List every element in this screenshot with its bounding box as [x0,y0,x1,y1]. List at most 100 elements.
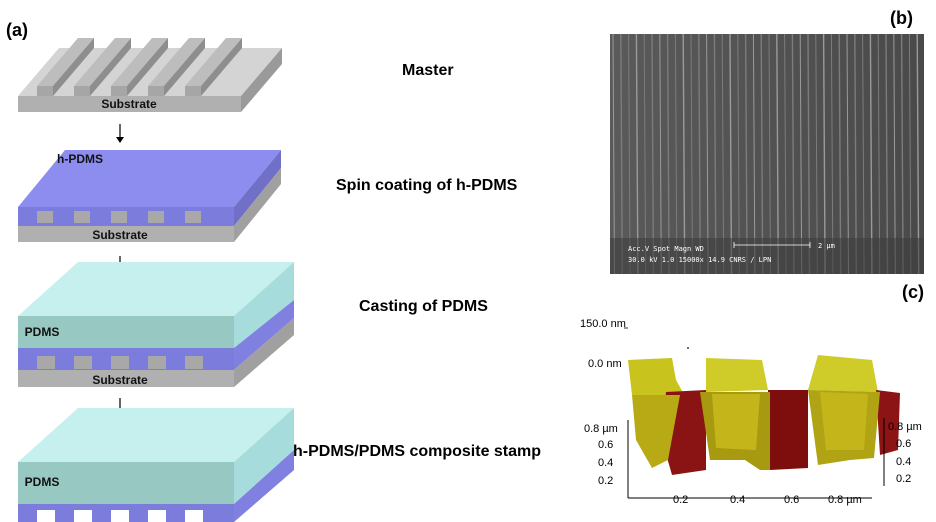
sem-stripe [674,33,678,275]
sem-stripe [807,33,811,275]
afm-z-top-label: 150.0 nm [580,318,626,330]
sem-stripe [628,33,631,275]
master-ridge-side [90,38,131,96]
afm-right-axis: 0.8 µm 0.6 0.4 0.2 [888,421,922,485]
master-ridge-top [148,38,205,86]
spincoat-features [37,211,201,223]
casting-pdms-label: PDMS [25,325,60,339]
sem-info-line1: Acc.V Spot Magn WD [628,245,704,253]
stamp-notch [185,510,203,522]
stamp-notch [111,510,129,522]
step-title-master: Master [402,62,454,79]
sem-stripe [854,33,857,275]
sem-stripe [635,33,639,275]
sem-stripe [846,33,849,275]
sem-scale-label: 2 µm [818,242,835,250]
sem-stripe [729,33,733,275]
master-ridge-top [37,38,94,86]
sem-image: Acc.V Spot Magn WD 30.0 kV 1.0 15000x 14… [610,33,924,275]
sem-stripe [776,33,779,275]
sem-stripe [666,33,670,275]
sem-stripe [869,33,873,275]
afm-x-tick: 0.6 [784,494,799,506]
afm-right-tick: 0.8 µm [888,421,922,433]
sem-stripe [643,33,647,275]
sem-stripe [752,33,756,275]
master-ridge-side [127,38,168,96]
step-title-spin-coating: Spin coating of h-PDMS [336,177,518,194]
sem-stripe [784,33,787,275]
casting-tooth [111,356,129,369]
master-diagram [18,38,282,112]
sem-stripe [815,33,818,275]
step-title-casting: Casting of PDMS [359,298,488,315]
stamp-diagram [18,408,294,522]
master-ridge-side [201,38,242,96]
sem-stripe [620,33,623,275]
stamp-notch [148,510,166,522]
master-ridge-front [37,86,53,96]
stamp-notch [37,510,55,522]
master-ridges [37,38,242,96]
sem-stripe [885,33,889,275]
spincoat-tooth [185,211,201,223]
master-ridge-top [111,38,168,86]
master-ridge-side [164,38,205,96]
sem-stripe [822,33,826,275]
master-ridge-side [53,38,94,96]
master-ridge-front [74,86,90,96]
sem-stripe [682,33,686,275]
afm-x-tick: 0.2 [673,494,688,506]
spincoat-substrate-label: Substrate [92,228,148,242]
master-ridge-front [185,86,201,96]
sem-info-line2: 30.0 kV 1.0 15000x 14.9 CNRS / LPN [628,256,771,264]
master-ridge-top [74,38,131,86]
casting-tooth [37,356,55,369]
afm-z-zero-label: 0.0 nm [588,358,622,370]
afm-left-tick: 0.6 [598,439,613,451]
sem-stripe [791,33,795,275]
spincoat-tooth [74,211,90,223]
sem-stripe [877,33,881,275]
stamp-notch [74,510,92,522]
sem-stripe [799,33,803,275]
master-ridge-front [111,86,127,96]
panel-label-c: (c) [902,282,924,302]
panel-label-a: (a) [6,20,28,40]
sem-stripe [651,33,655,275]
afm-right-tick: 0.6 [896,438,911,450]
sem-stripe [900,33,904,275]
afm-right-tick: 0.2 [896,473,911,485]
master-ridge-top [185,38,242,86]
afm-image [627,347,900,499]
master-ridge-front [148,86,164,96]
sem-stripe [768,33,771,275]
afm-x-tick: 0.8 µm [828,494,862,506]
afm-left-tick: 0.2 [598,475,613,487]
afm-left-tick: 0.4 [598,457,613,469]
spincoat-hpdms-label: h-PDMS [57,152,103,166]
master-substrate-label: Substrate [101,97,157,111]
afm-left-tick: 0.8 µm [584,423,618,435]
sem-stripe [908,33,912,275]
afm-left-axis: 0.8 µm 0.6 0.4 0.2 [584,423,618,487]
spincoat-tooth [111,211,127,223]
sem-stripe [706,33,709,275]
spincoat-tooth [148,211,164,223]
sem-stripe [760,33,764,275]
afm-x-tick: 0.4 [730,494,745,506]
spincoat-tooth [37,211,53,223]
sem-stripe [659,33,662,275]
sem-stripe [916,33,920,275]
sem-stripe [721,33,725,275]
sem-stripe [893,33,896,275]
spincoat-diagram [18,150,281,242]
casting-substrate-label: Substrate [92,373,148,387]
stamp-features [37,510,203,522]
arrow-down-icon [116,124,124,143]
sem-stripe [830,33,834,275]
sem-stripe [838,33,842,275]
afm-x-axis: 0.2 0.4 0.6 0.8 µm [673,494,862,506]
